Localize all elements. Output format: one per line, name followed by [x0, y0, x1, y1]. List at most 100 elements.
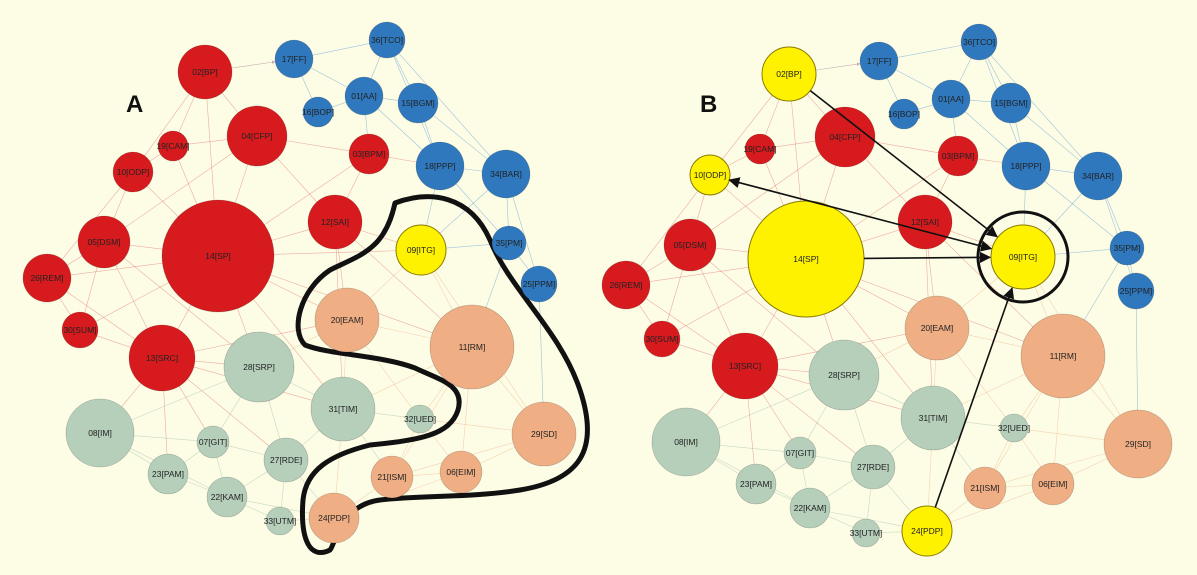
node-circle — [112, 151, 154, 193]
edge-12-20 — [927, 248, 934, 297]
node-34: 34[BAR] — [1073, 151, 1123, 201]
edge-21-32 — [993, 440, 1009, 470]
edge-02-10 — [144, 93, 190, 156]
edge-34-35 — [506, 197, 509, 227]
edge-07-27 — [228, 445, 265, 456]
edge-11-06 — [462, 388, 469, 452]
edge-24-31 — [928, 449, 932, 507]
node-circle — [429, 304, 515, 390]
edge-09-11 — [1034, 286, 1048, 318]
edge-24-33 — [879, 531, 903, 533]
edge-28-07 — [807, 405, 828, 440]
edge-18-34 — [1049, 169, 1075, 173]
edge-17-16 — [301, 76, 313, 99]
node-circle — [348, 133, 390, 175]
node-06: 06[EIM] — [1031, 462, 1075, 506]
node-16: 16[BOP] — [302, 96, 334, 128]
edge-12-14 — [861, 229, 900, 243]
edge-20-28 — [875, 342, 909, 360]
node-label: 35[PM] — [496, 238, 523, 248]
node-23: 23[PAM] — [147, 453, 189, 495]
node-label: 15[BGM] — [401, 98, 435, 108]
edge-14-31 — [841, 304, 914, 394]
node-label: 11[RM] — [459, 342, 486, 352]
node-28: 28[SRP] — [808, 339, 880, 411]
node-28: 28[SRP] — [223, 331, 295, 403]
edge-14-26 — [649, 266, 749, 282]
node-27: 27[RDE] — [850, 444, 896, 490]
node-33: 33[UTM] — [264, 506, 296, 536]
node-label: 27[RDE] — [857, 462, 889, 472]
node-circle — [147, 453, 189, 495]
node-25: 25[PPM] — [520, 265, 558, 303]
node-circle — [223, 331, 295, 403]
edge-11-32 — [1021, 390, 1040, 417]
edge-18-35 — [455, 183, 498, 231]
node-label: 19[CAM] — [156, 141, 189, 151]
node-01: 01[AA] — [931, 79, 971, 119]
node-label: 14[SP] — [205, 251, 231, 261]
edge-20-31 — [934, 359, 936, 387]
edge-12-11 — [354, 239, 442, 319]
edge-05-30 — [84, 267, 98, 313]
node-circle — [601, 260, 651, 310]
edge-13-07 — [762, 393, 792, 440]
edge-02-19 — [178, 96, 195, 133]
edge-18-34 — [463, 168, 483, 172]
edge-28-08 — [131, 380, 227, 421]
node-02: 02[BP] — [177, 44, 233, 100]
edge-14-31 — [253, 299, 323, 385]
edge-27-22 — [826, 478, 855, 498]
node-label: 21[ISM] — [377, 472, 406, 482]
edge-04-05 — [125, 152, 233, 228]
edge-10-14 — [147, 185, 179, 217]
edge-21-06 — [412, 473, 441, 476]
node-11: 11[RM] — [429, 304, 515, 390]
node-label: 04[CFP] — [241, 131, 272, 141]
edge-30-13 — [679, 344, 714, 357]
edge-09-20 — [370, 266, 404, 299]
node-circle — [157, 130, 189, 162]
node-circle — [1073, 151, 1123, 201]
node-label: 31[TIM] — [919, 413, 948, 423]
edge-09-35 — [1054, 249, 1111, 255]
node-07: 07[GIT] — [196, 425, 230, 459]
node-32: 32[UED] — [998, 413, 1030, 443]
node-circle — [931, 79, 971, 119]
node-07: 07[GIT] — [783, 436, 817, 470]
node-circle — [511, 401, 577, 467]
edge-19-14 — [765, 162, 784, 206]
node-label: 24[PDP] — [318, 513, 350, 523]
node-label: 21[ISM] — [970, 483, 999, 493]
edge-23-22 — [774, 491, 792, 501]
node-circle — [888, 98, 920, 130]
node-label: 17[FF] — [867, 56, 892, 66]
node-label: 13[SRC] — [729, 361, 761, 371]
node-36: 36[TCO] — [368, 21, 406, 59]
edge-26-13 — [645, 298, 718, 348]
edge-04-19 — [187, 139, 228, 145]
edge-29-06 — [1071, 458, 1108, 476]
edge-35-25 — [1130, 264, 1133, 274]
node-label: 36[TCO] — [963, 37, 995, 47]
edge-31-27 — [302, 430, 320, 446]
node-35: 35[PM] — [491, 225, 527, 261]
node-label: 03[BPM] — [942, 151, 975, 161]
node-label: 08[IM] — [88, 428, 112, 438]
edge-27-33 — [867, 488, 871, 520]
node-circle — [689, 154, 731, 196]
edge-02-19 — [765, 99, 780, 136]
edge-24-21 — [946, 500, 969, 517]
node-19: 19[CAM] — [156, 130, 190, 162]
node-circle — [1020, 313, 1106, 399]
node-label: 14[SP] — [793, 254, 819, 264]
node-label: 19[CAM] — [743, 144, 776, 154]
edge-27-33 — [281, 481, 285, 508]
node-24: 24[PDP] — [901, 505, 953, 557]
edge-31-28 — [290, 382, 315, 395]
node-circle — [761, 46, 817, 102]
edge-13-07 — [178, 386, 205, 429]
edge-10-05 — [113, 190, 126, 219]
node-label: 07[GIT] — [199, 437, 227, 447]
